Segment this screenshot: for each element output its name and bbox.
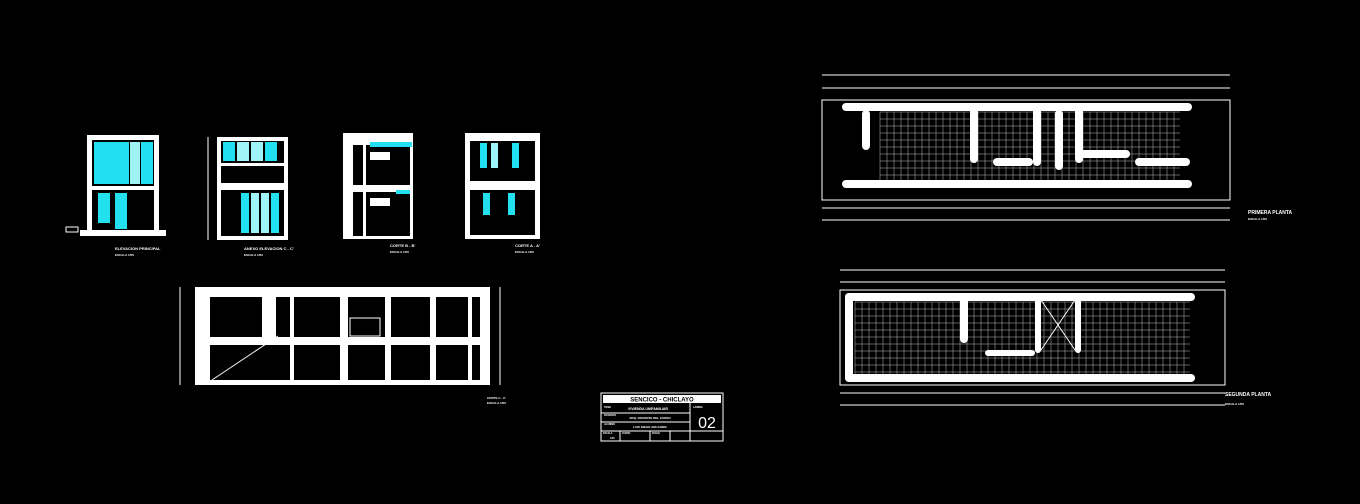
- scale-segunda-planta: ESCALA 1/50: [1225, 402, 1244, 406]
- label-anexo-elevacion: ANEXO ELEVACION C - C': [244, 246, 294, 251]
- date-label: FECHA: [652, 432, 660, 435]
- title-block-header: SENCICO - CHICLAYO: [630, 398, 694, 404]
- label-corte-b: CORTE B - B': [390, 243, 415, 248]
- label-corte-a: CORTE A - A': [515, 243, 540, 248]
- scale-anexo-elevacion: ESCALA 1/50: [244, 253, 263, 257]
- scale-value: 1/50: [610, 438, 615, 440]
- project-name: VIVIENDA UNIFAMILIAR: [628, 407, 668, 411]
- corte-b: [343, 133, 413, 239]
- sheet-label: LAMINA: [693, 406, 703, 409]
- sheet-number: 02: [698, 415, 716, 432]
- course-label: CURSO: [622, 433, 631, 435]
- elevation-anexo: [207, 137, 288, 240]
- student-label: ALUMNO: [604, 423, 615, 426]
- scale-elevacion-principal: ESCALA 1/50: [115, 253, 134, 257]
- corte-longitudinal: [179, 287, 501, 385]
- teacher-name: ARQ. DOCENTE DEL CURSO: [629, 416, 671, 420]
- student-name: LUIS DIEGO ANCAJIMA: [633, 425, 668, 429]
- corte-a: [465, 133, 540, 239]
- label-segunda-planta: SEGUNDA PLANTA: [1225, 392, 1272, 398]
- scale-primera-planta: ESCALA 1/50: [1248, 217, 1267, 221]
- label-section: CORTE C - C': [487, 396, 506, 400]
- scale-corte-b: ESCALA 1/50: [390, 250, 409, 254]
- scale-label: ESCALA: [603, 432, 613, 435]
- teacher-label: DOCENTE: [604, 414, 617, 417]
- elevation-principal: [65, 135, 166, 236]
- title-block: SENCICO - CHICLAYO TEMA VIVIENDA UNIFAMI…: [600, 392, 724, 442]
- project-label: TEMA: [604, 406, 611, 409]
- label-elevacion-principal: ELEVACION PRINCIPAL: [115, 246, 161, 251]
- label-primera-planta: PRIMERA PLANTA: [1248, 210, 1293, 216]
- plan-segunda-planta: [839, 269, 1226, 406]
- scale-corte-a: ESCALA 1/50: [515, 250, 534, 254]
- plan-primera-planta: [821, 74, 1231, 221]
- scale-section: ESCALA 1/50: [487, 401, 506, 405]
